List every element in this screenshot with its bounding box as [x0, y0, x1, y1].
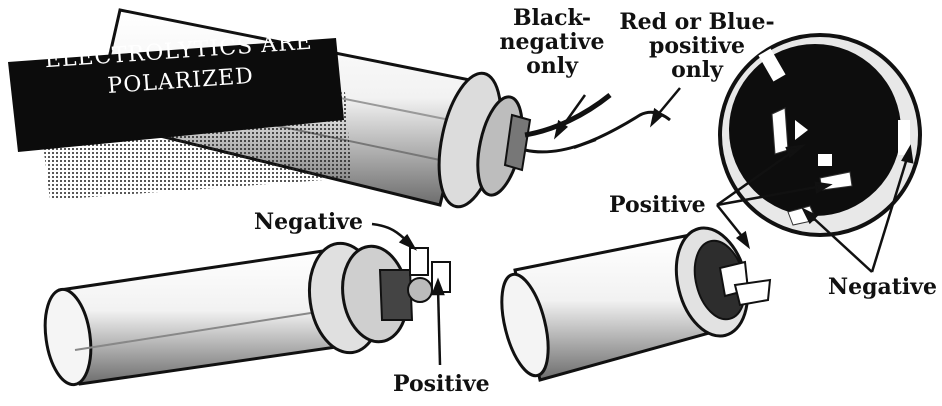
red-blue-wire-label: Red or Blue- positive only [612, 10, 782, 82]
positive-label-left: Positive [393, 372, 490, 396]
black-wire-label-line-3: only [494, 54, 610, 78]
red-blue-wire-label-line-2: positive [612, 34, 782, 58]
can-capacitor-right [493, 220, 770, 380]
negative-label-left: Negative [254, 210, 363, 234]
red-blue-wire-label-line-1: Red or Blue- [612, 10, 782, 34]
black-wire-label-line-2: negative [494, 30, 610, 54]
black-wire-label-line-1: Black- [494, 6, 610, 30]
red-blue-wire-label-line-3: only [612, 58, 782, 82]
positive-label-right: Positive [609, 193, 706, 217]
can-capacitor-left [40, 239, 450, 388]
negative-label-right: Negative [828, 275, 937, 299]
black-wire-label: Black- negative only [494, 6, 610, 78]
